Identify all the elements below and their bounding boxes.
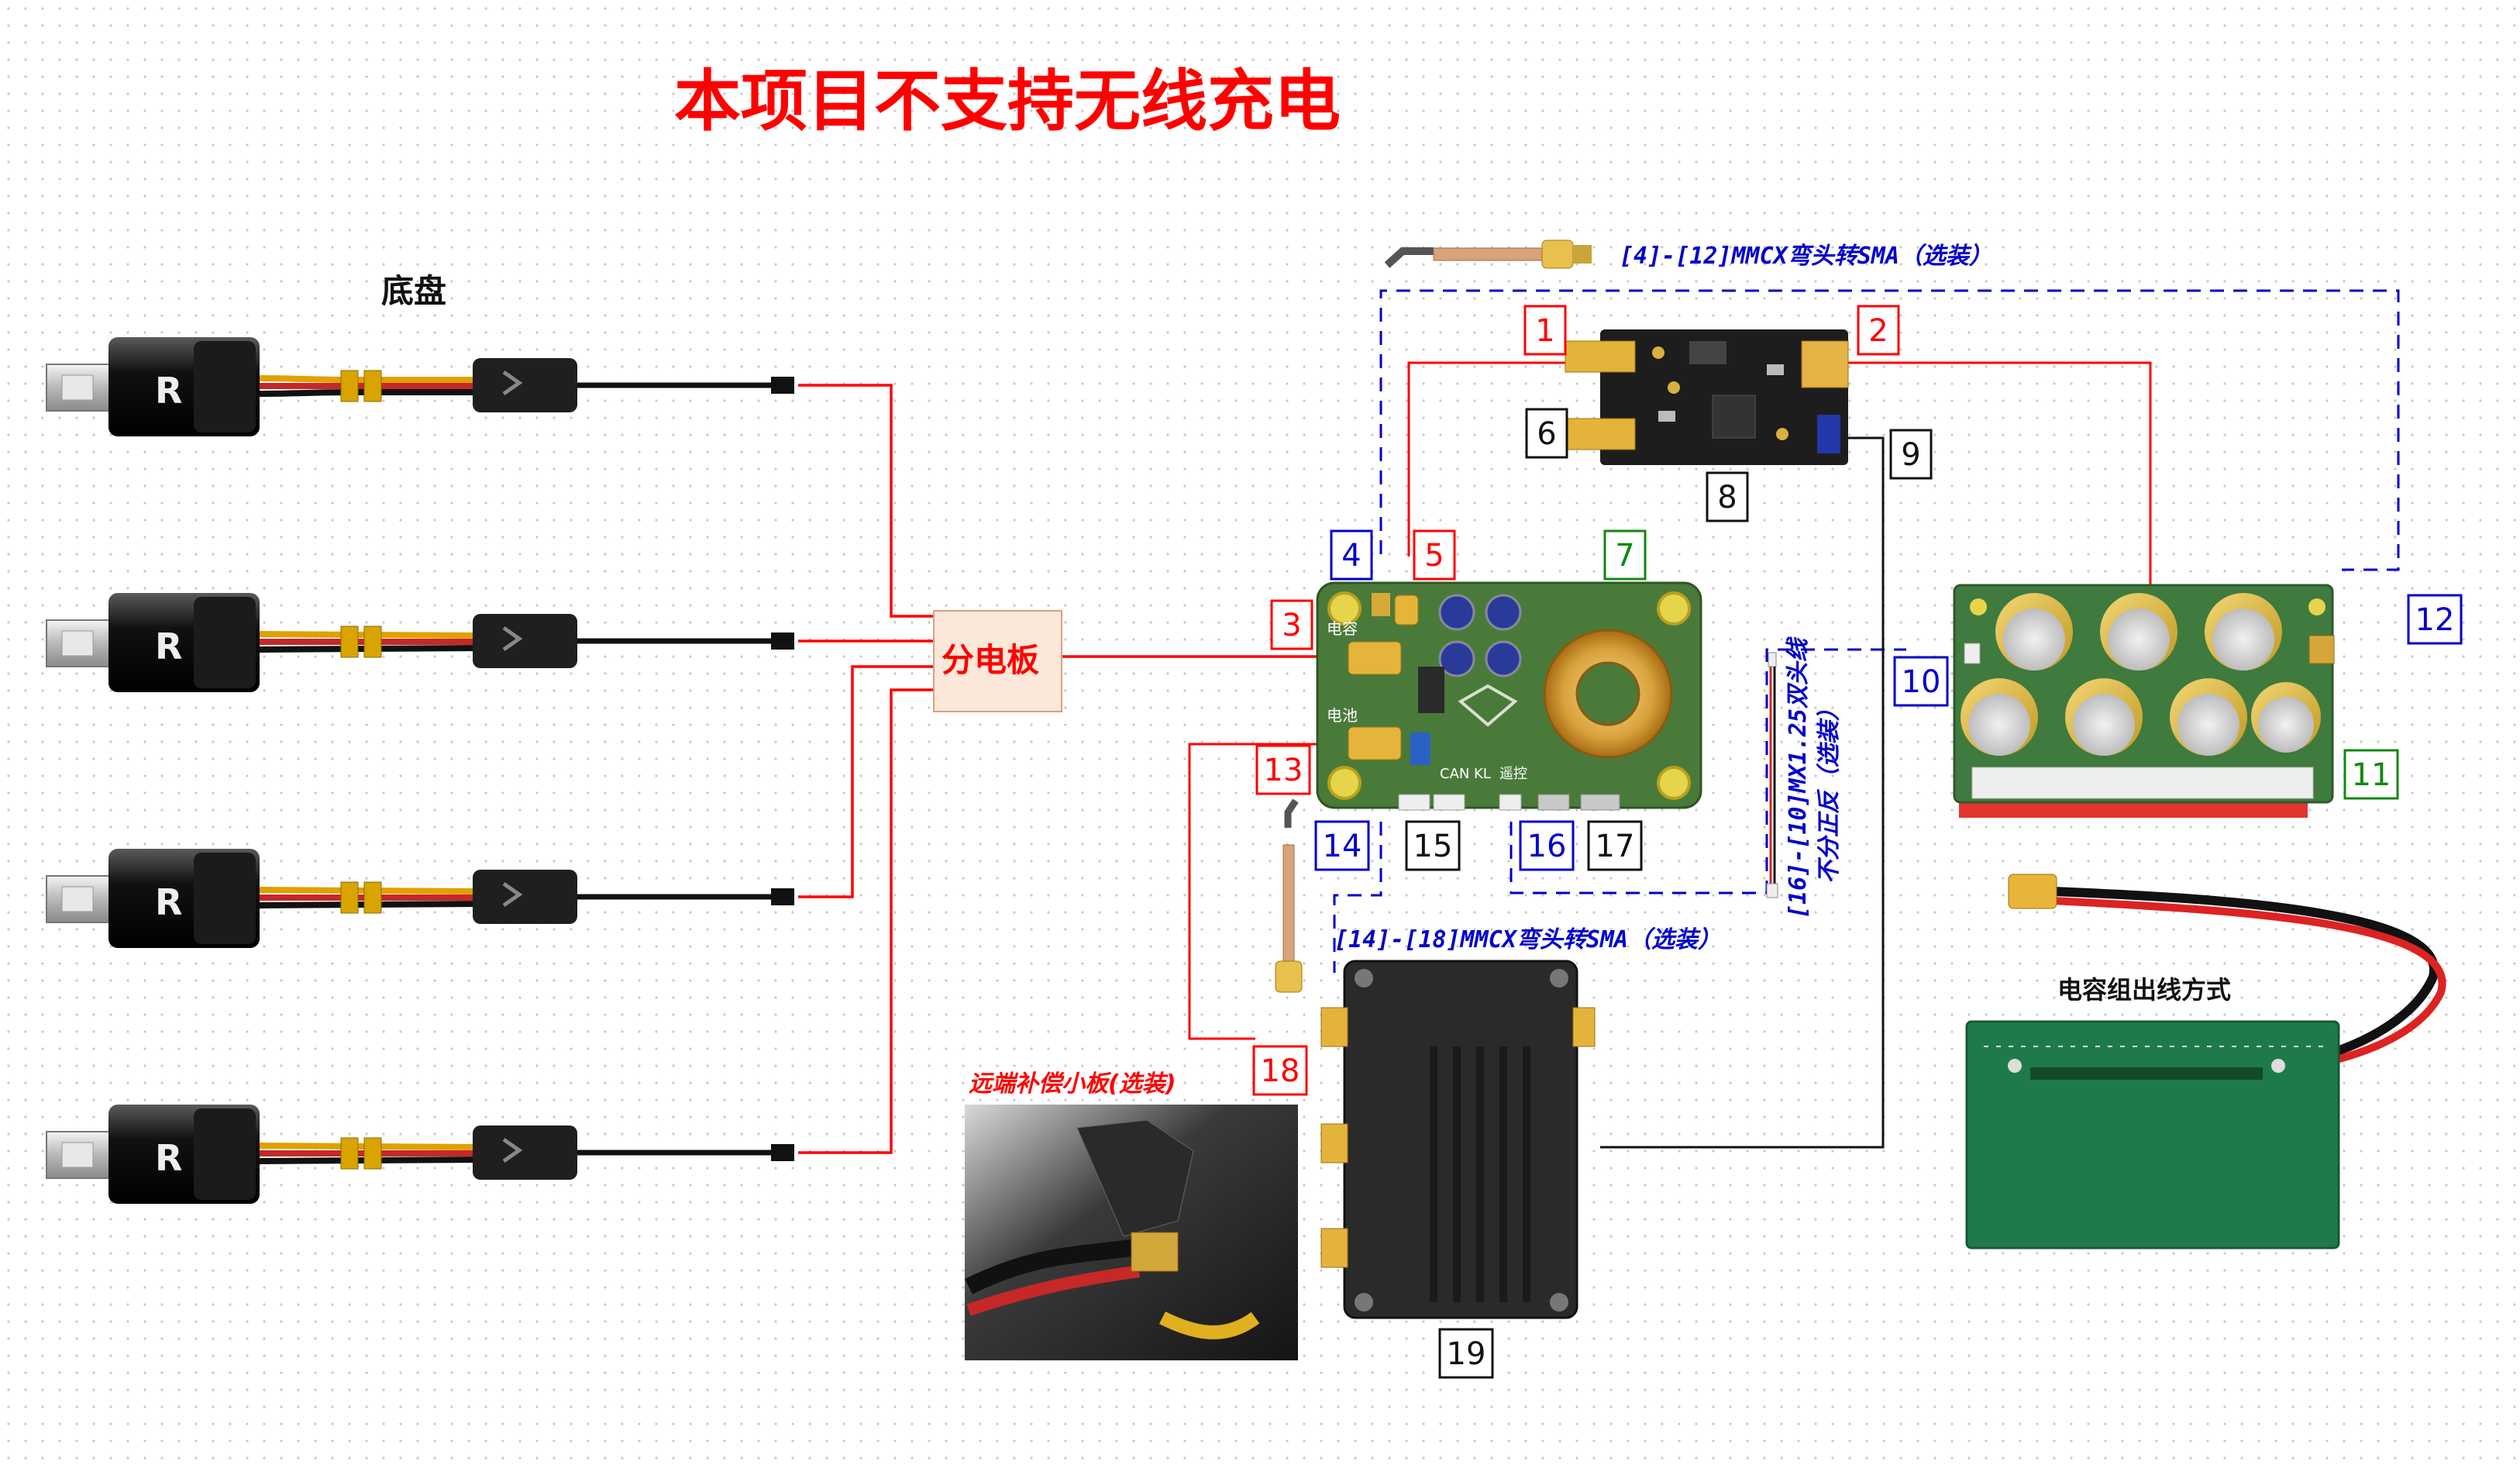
supercapacitors	[1961, 593, 2321, 756]
marker-18: 18	[1252, 1045, 1308, 1096]
motor-3: R	[46, 849, 794, 948]
power-board-label: 分电板	[942, 641, 1039, 679]
marker-8: 8	[1706, 471, 1749, 522]
marker-6: 6	[1525, 408, 1568, 459]
marker-4: 4	[1330, 529, 1373, 581]
remote-silk: 遥控	[1499, 766, 1527, 782]
svg-text:9: 9	[1901, 437, 1920, 473]
main-controller-board: 电容 电池 CAN KL 遥控	[1316, 581, 1702, 811]
svg-text:8: 8	[1717, 480, 1737, 515]
motor-1: R	[46, 337, 794, 436]
svg-text:15: 15	[1413, 829, 1453, 864]
marker-10: 10	[1893, 656, 1949, 707]
svg-text:14: 14	[1323, 829, 1362, 864]
battery-silk: 电池	[1327, 706, 1358, 725]
note-16-10-line2: 不分正反（选装）	[1816, 698, 1843, 884]
r-logo-icon: R	[155, 626, 182, 667]
svg-text:12: 12	[2415, 602, 2455, 638]
svg-text:2: 2	[1868, 313, 1888, 349]
sma-cable-top	[1384, 240, 1592, 269]
motor-2: R	[46, 593, 794, 692]
route-lines	[1188, 361, 2152, 1149]
svg-text:5: 5	[1424, 538, 1444, 574]
r-logo-icon: R	[155, 881, 182, 923]
capacitor-wiring-photo	[1965, 874, 2446, 1250]
svg-text:4: 4	[1341, 538, 1361, 574]
marker-1: 1	[1523, 305, 1567, 356]
markers: 1 2 3 5 13 18 4 10	[1252, 305, 2463, 1379]
marker-17: 17	[1587, 820, 1643, 871]
remote-board-photo	[965, 1105, 1298, 1360]
chassis-label: 底盘	[381, 272, 446, 310]
power-module	[1320, 960, 1596, 1319]
svg-text:19: 19	[1447, 1336, 1486, 1372]
marker-11: 11	[2343, 749, 2399, 800]
motor-4: R	[46, 1105, 794, 1204]
sensor-board	[1565, 329, 1849, 465]
marker-14: 14	[1314, 820, 1370, 871]
marker-19: 19	[1438, 1328, 1494, 1379]
svg-text:18: 18	[1261, 1053, 1300, 1089]
svg-text:10: 10	[1902, 664, 1941, 700]
marker-13: 13	[1255, 744, 1311, 795]
capacitor-wiring-label: 电容组出线方式	[2057, 975, 2231, 1005]
svg-text:6: 6	[1537, 416, 1556, 452]
mx-cable	[1766, 652, 1778, 898]
marker-5: 5	[1413, 529, 1456, 581]
marker-9: 9	[1889, 429, 1933, 480]
note-14-18: [14]-[18]MMCX弯头转SMA（选装）	[1334, 926, 1721, 953]
marker-12: 12	[2407, 594, 2463, 645]
svg-text:3: 3	[1282, 608, 1301, 643]
marker-7: 7	[1603, 529, 1647, 581]
svg-text:17: 17	[1596, 829, 1635, 864]
capacitor-silk: 电容	[1327, 619, 1358, 638]
svg-text:1: 1	[1535, 313, 1554, 349]
motor-wiring	[798, 384, 1331, 1154]
kill-silk: KL	[1474, 766, 1491, 782]
svg-text:11: 11	[2352, 757, 2391, 793]
power-distribution-board: 分电板	[933, 610, 1062, 712]
marker-2: 2	[1857, 305, 1900, 356]
note-4-12: [4]-[12]MMCX弯头转SMA（选装）	[1620, 243, 1992, 270]
marker-15: 15	[1405, 820, 1461, 871]
r-logo-icon: R	[155, 370, 182, 412]
svg-text:16: 16	[1527, 829, 1567, 864]
marker-16: 16	[1519, 820, 1575, 871]
marker-3: 3	[1270, 599, 1313, 650]
can-silk: CAN	[1440, 766, 1469, 782]
note-16-10-line1: [16]-[10]MX1.25双头线	[1785, 636, 1812, 919]
remote-board-label: 远端补偿小板(选装)	[969, 1070, 1176, 1098]
page-title: 本项目不支持无线充电	[674, 63, 1341, 140]
svg-text:7: 7	[1615, 538, 1634, 574]
capacitor-bank	[1953, 584, 2335, 818]
r-logo-icon: R	[155, 1137, 182, 1179]
sma-cable-bottom	[1275, 798, 1303, 993]
svg-text:13: 13	[1264, 753, 1303, 788]
